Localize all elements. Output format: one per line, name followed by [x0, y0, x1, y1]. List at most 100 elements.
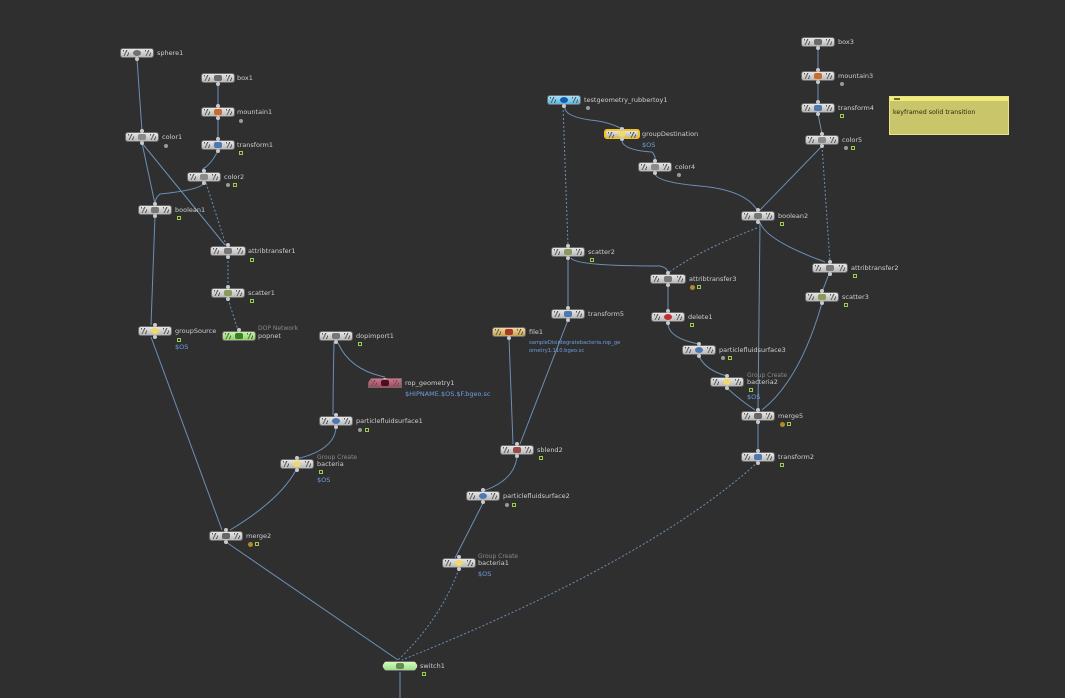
bacteria1-node[interactable]: [442, 555, 476, 571]
mountain3-node[interactable]: [801, 68, 835, 84]
dashed-wire: [205, 182, 227, 246]
color2-node[interactable]: [187, 169, 221, 185]
particlefluidsurface2-flag2: [512, 503, 516, 507]
attribtransfer2-label: attribtransfer2: [851, 264, 899, 272]
scatter3-node[interactable]: [805, 289, 839, 305]
transform2-flag: [780, 463, 784, 467]
file1-sub2: ometry1.110.bgeo.sc: [529, 348, 585, 354]
attribtransfer3-node[interactable]: [650, 271, 686, 287]
rop_geometry1-node[interactable]: [368, 378, 402, 388]
groupSource-node[interactable]: [138, 323, 172, 339]
switch1-flag: [422, 672, 426, 676]
attribtransfer1-label: attribtransfer1: [248, 247, 296, 255]
transform5-node[interactable]: [551, 306, 585, 322]
scatter2-node[interactable]: [551, 244, 585, 260]
wire: [519, 319, 569, 445]
wire: [154, 182, 205, 205]
color1-node[interactable]: [125, 129, 159, 145]
transform4-node[interactable]: [801, 100, 835, 116]
particlefluidsurface1-flag: [358, 428, 362, 432]
merge5-node[interactable]: [741, 408, 775, 424]
scatter2-label: scatter2: [588, 248, 615, 256]
transform2-node[interactable]: [741, 449, 775, 465]
sblend2-node[interactable]: [500, 442, 534, 458]
boolean1-label: boolean1: [175, 206, 206, 214]
transform4-label: transform4: [838, 104, 875, 112]
mountain1-node[interactable]: [201, 104, 235, 120]
groupDestination-label: groupDestination: [642, 130, 699, 138]
particlefluidsurface1-label: particlefluidsurface1: [356, 417, 423, 425]
wire: [654, 172, 758, 211]
color4-node[interactable]: [638, 159, 672, 175]
transform1-node[interactable]: [201, 137, 235, 153]
particlefluidsurface2-label: particlefluidsurface2: [503, 492, 570, 500]
groupSource-sub: $OS: [175, 343, 189, 351]
wire: [229, 469, 297, 531]
bacteria2-flag: [749, 388, 753, 392]
merge2-label: merge2: [246, 532, 272, 540]
wire: [761, 302, 823, 411]
merge5-label: merge5: [778, 412, 804, 420]
bacteria1-label: bacteria1: [478, 559, 509, 567]
dopimport1-node[interactable]: [319, 331, 353, 344]
groupDestination-node[interactable]: [604, 127, 640, 141]
merge2-flag2: [255, 542, 259, 546]
particlefluidsurface3-flag2: [728, 356, 732, 360]
dashed-wire: [667, 227, 758, 274]
merge2-node[interactable]: [209, 528, 243, 544]
box1-label: box1: [237, 74, 253, 82]
file1-node[interactable]: [492, 327, 526, 340]
bacteria-node[interactable]: [280, 456, 314, 472]
particlefluidsurface3-node[interactable]: [682, 342, 716, 358]
attribtransfer2-node[interactable]: [812, 260, 848, 276]
color2-label: color2: [224, 173, 245, 181]
box1-node[interactable]: [201, 73, 235, 86]
mountain1-flag: [239, 119, 243, 123]
box3-node[interactable]: [801, 37, 835, 50]
attribtransfer1-node[interactable]: [210, 243, 246, 259]
wire: [141, 142, 226, 246]
sticky-note-header[interactable]: [890, 97, 1008, 101]
scatter1-node[interactable]: [211, 285, 245, 301]
wire: [621, 139, 656, 163]
color5-flag: [844, 146, 848, 150]
wire: [337, 342, 386, 378]
wire: [817, 113, 823, 135]
dashed-wire: [401, 461, 759, 661]
transform4-flag: [840, 114, 844, 118]
bacteria2-node[interactable]: [710, 374, 744, 390]
switch1-node[interactable]: [382, 661, 418, 671]
scatter3-flag: [844, 303, 848, 307]
rop_geometry1-sub: $HIPNAME.$OS.$F.bgeo.sc: [405, 390, 491, 398]
dashed-wire: [227, 298, 239, 331]
delete1-node[interactable]: [651, 309, 685, 325]
color5-node[interactable]: [805, 132, 839, 148]
boolean1-node[interactable]: [138, 202, 172, 218]
file1-label: file1: [529, 328, 544, 336]
sphere1-node[interactable]: [120, 48, 154, 61]
wire: [136, 58, 143, 132]
popnet-node[interactable]: [222, 328, 256, 341]
color5-label: color5: [842, 136, 863, 144]
bacteria2-label: bacteria2: [747, 378, 778, 386]
particlefluidsurface2-node[interactable]: [466, 488, 500, 504]
box3-label: box3: [838, 38, 854, 46]
attribtransfer3-label: attribtransfer3: [689, 275, 737, 283]
bacteria-comment: Group Create: [317, 454, 358, 461]
color2-flag2: [233, 183, 237, 187]
color5-flag2: [851, 146, 855, 150]
particlefluidsurface1-node[interactable]: [319, 413, 353, 429]
sblend2-label: sblend2: [537, 446, 563, 454]
file1-sub1: sampleDisintegratebacteria.rop_ge: [529, 340, 621, 346]
boolean2-node[interactable]: [741, 208, 775, 224]
testgeometry_rubbertoy1-node[interactable]: [547, 95, 581, 108]
sticky-note[interactable]: keyframed solid transition: [889, 96, 1009, 135]
dopimport1-flag: [358, 342, 362, 346]
sphere1-label: sphere1: [157, 49, 184, 57]
dopimport1-label: dopimport1: [356, 332, 394, 340]
wire: [757, 221, 761, 411]
boolean1-flag: [177, 216, 181, 220]
color2-flag: [226, 183, 230, 187]
